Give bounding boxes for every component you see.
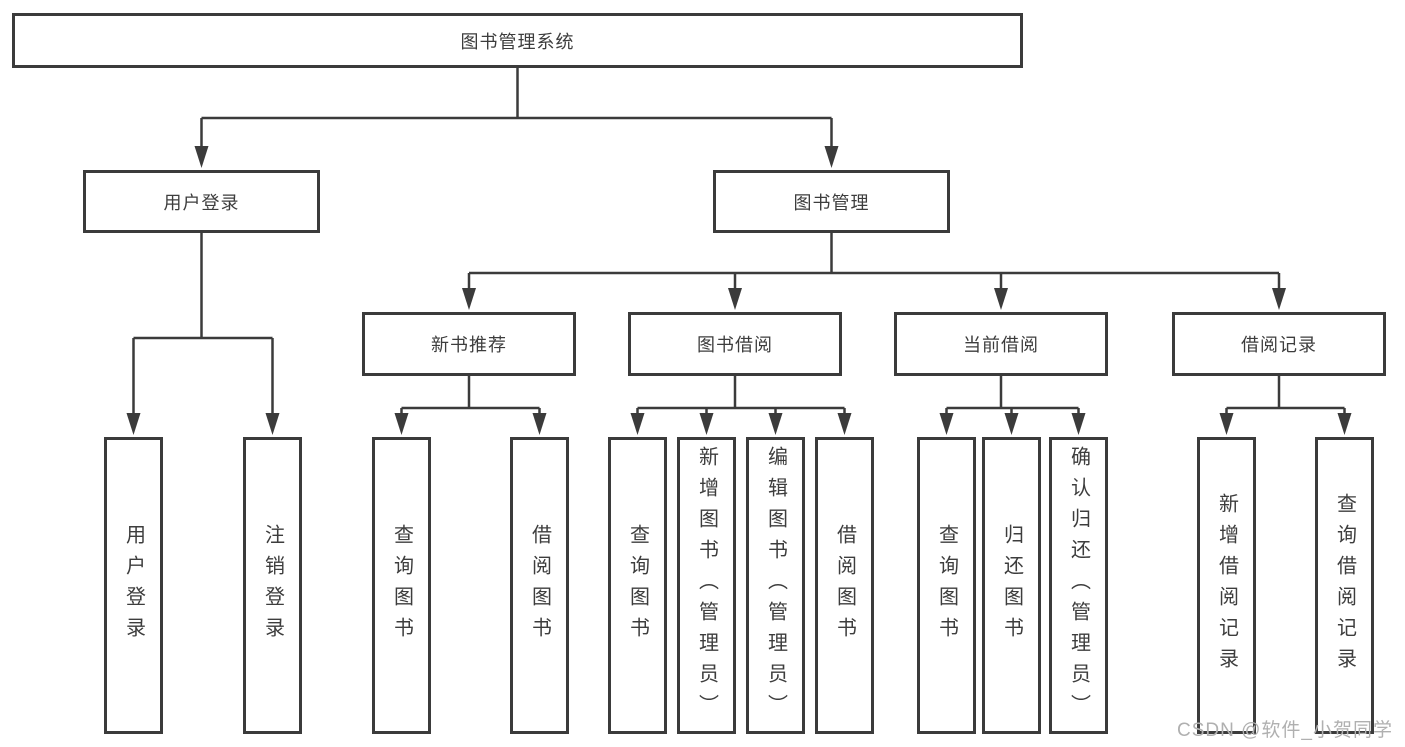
- leaf-borrow-query-books-label: 查询图书: [626, 523, 649, 648]
- arrow-down-icon: [630, 413, 645, 435]
- node-user-login: 用户登录: [83, 170, 320, 233]
- arrow-down-icon: [824, 146, 839, 168]
- arrow-down-icon: [1272, 288, 1286, 310]
- arrow-down-icon: [1337, 413, 1352, 435]
- node-user-login-label: 用户登录: [163, 192, 240, 213]
- leaf-current-return-books: 归还图书: [982, 437, 1041, 734]
- leaf-recommend-query-books-label: 查询图书: [390, 523, 413, 648]
- leaf-user-login-label: 用户登录: [122, 523, 145, 648]
- arrowhead-icons: [126, 146, 1352, 435]
- node-borrow-records-label: 借阅记录: [1241, 335, 1317, 355]
- leaf-current-query-books-label: 查询图书: [935, 523, 958, 648]
- node-book-borrow-label: 图书借阅: [697, 335, 773, 355]
- leaf-records-query-record: 查询借阅记录: [1315, 437, 1374, 734]
- leaf-recommend-borrow-books: 借阅图书: [510, 437, 569, 734]
- node-book-management-label: 图书管理: [793, 192, 870, 213]
- arrow-down-icon: [994, 288, 1008, 310]
- leaf-logout-label: 注销登录: [261, 523, 284, 648]
- arrow-down-icon: [265, 413, 280, 435]
- leaf-recommend-query-books: 查询图书: [372, 437, 431, 734]
- node-current-borrow-label: 当前借阅: [963, 335, 1039, 355]
- leaf-records-add-record: 新增借阅记录: [1197, 437, 1256, 734]
- node-new-book-recommend: 新书推荐: [362, 312, 576, 376]
- arrow-down-icon: [394, 413, 409, 435]
- arrow-down-icon: [939, 413, 954, 435]
- leaf-borrow-borrow-books: 借阅图书: [815, 437, 874, 734]
- leaf-borrow-edit-books-admin-label: 编辑图书（管理员）: [764, 446, 787, 725]
- watermark: CSDN @软件_小贺同学: [1177, 720, 1393, 741]
- connector-lines: [132, 68, 1346, 419]
- arrow-down-icon: [699, 413, 714, 435]
- leaf-records-query-record-label: 查询借阅记录: [1333, 492, 1356, 679]
- node-book-borrow: 图书借阅: [628, 312, 842, 376]
- leaf-records-add-record-label: 新增借阅记录: [1215, 492, 1238, 679]
- node-borrow-records: 借阅记录: [1172, 312, 1386, 376]
- arrow-down-icon: [728, 288, 742, 310]
- leaf-borrow-add-books-admin-label: 新增图书（管理员）: [695, 446, 718, 725]
- leaf-logout: 注销登录: [243, 437, 302, 734]
- arrow-down-icon: [768, 413, 783, 435]
- leaf-user-login: 用户登录: [104, 437, 163, 734]
- arrow-down-icon: [194, 146, 209, 168]
- leaf-recommend-borrow-books-label: 借阅图书: [528, 523, 551, 648]
- leaf-current-confirm-return-admin-label: 确认归还（管理员）: [1067, 446, 1090, 725]
- arrow-down-icon: [462, 288, 476, 310]
- leaf-current-return-books-label: 归还图书: [1000, 523, 1023, 648]
- node-new-book-recommend-label: 新书推荐: [431, 335, 507, 355]
- arrow-down-icon: [532, 413, 547, 435]
- arrow-down-icon: [837, 413, 852, 435]
- leaf-borrow-edit-books-admin: 编辑图书（管理员）: [746, 437, 805, 734]
- leaf-current-confirm-return-admin: 确认归还（管理员）: [1049, 437, 1108, 734]
- leaf-borrow-query-books: 查询图书: [608, 437, 667, 734]
- arrow-down-icon: [1004, 413, 1019, 435]
- arrow-down-icon: [1219, 413, 1234, 435]
- node-book-management: 图书管理: [713, 170, 950, 233]
- leaf-borrow-add-books-admin: 新增图书（管理员）: [677, 437, 736, 734]
- leaf-borrow-borrow-books-label: 借阅图书: [833, 523, 856, 648]
- node-root: 图书管理系统: [12, 13, 1023, 68]
- node-root-label: 图书管理系统: [460, 31, 575, 52]
- arrow-down-icon: [126, 413, 141, 435]
- arrow-down-icon: [1071, 413, 1086, 435]
- leaf-current-query-books: 查询图书: [917, 437, 976, 734]
- node-current-borrow: 当前借阅: [894, 312, 1108, 376]
